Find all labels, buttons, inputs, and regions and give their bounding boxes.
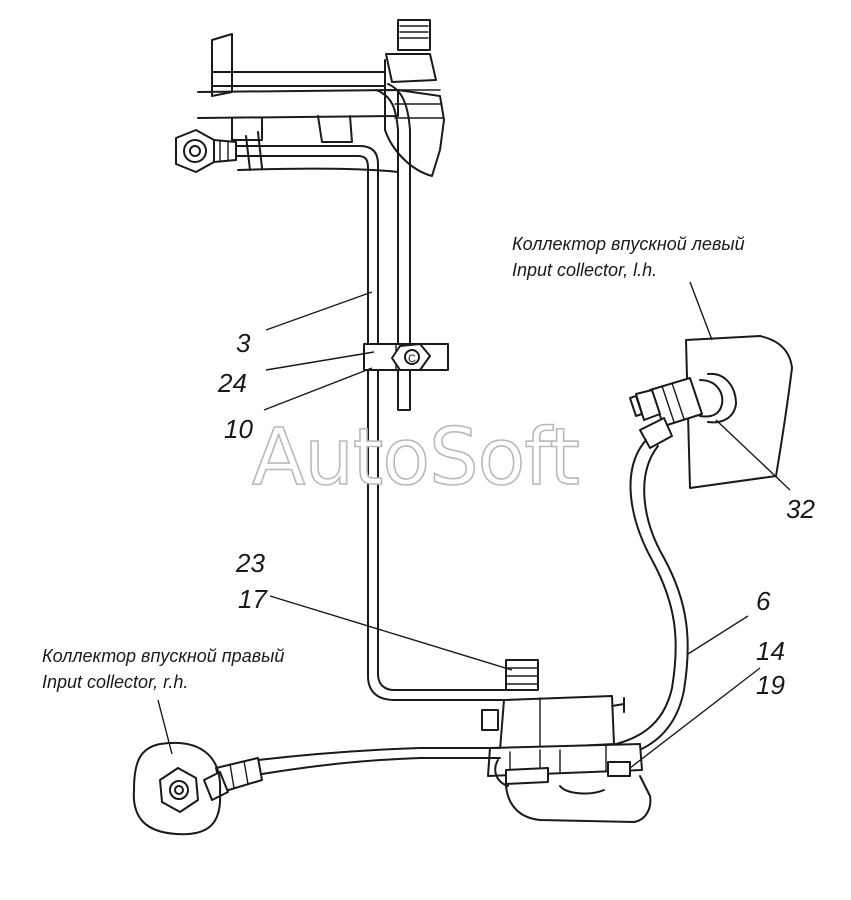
callout-23: 23 xyxy=(235,548,265,578)
solenoid-valve xyxy=(481,659,652,823)
caption-right-manifold-en: Input collector, r.h. xyxy=(42,672,188,692)
callout-6: 6 xyxy=(756,586,771,616)
callout-24: 24 xyxy=(217,368,247,398)
callout-17: 17 xyxy=(238,584,268,614)
top-banjo-fitting xyxy=(175,129,237,173)
callout-14: 14 xyxy=(756,636,785,666)
caption-left-manifold-ru: Коллектор впускной левый xyxy=(512,234,745,254)
watermark: AutoSoft xyxy=(252,413,579,503)
left-intake-manifold xyxy=(685,335,793,489)
leader-lines xyxy=(157,281,791,769)
callout-10: 10 xyxy=(224,414,253,444)
pipe-to-right-manifold xyxy=(203,747,501,801)
callout-19: 19 xyxy=(756,670,785,700)
upper-engine-bracket xyxy=(197,19,445,177)
clamp-letter: C xyxy=(408,353,416,365)
right-intake-manifold xyxy=(132,741,222,836)
caption-right-manifold-ru: Коллектор впускной правый xyxy=(42,646,284,666)
manifold-fitting-32 xyxy=(629,377,703,449)
pipe-clamp: C xyxy=(363,343,449,371)
hose-6 xyxy=(539,439,689,763)
caption-left-manifold-en: Input collector, l.h. xyxy=(512,260,657,280)
callout-3: 3 xyxy=(236,328,251,358)
pipe-3 xyxy=(235,83,507,701)
callout-32: 32 xyxy=(786,494,815,524)
